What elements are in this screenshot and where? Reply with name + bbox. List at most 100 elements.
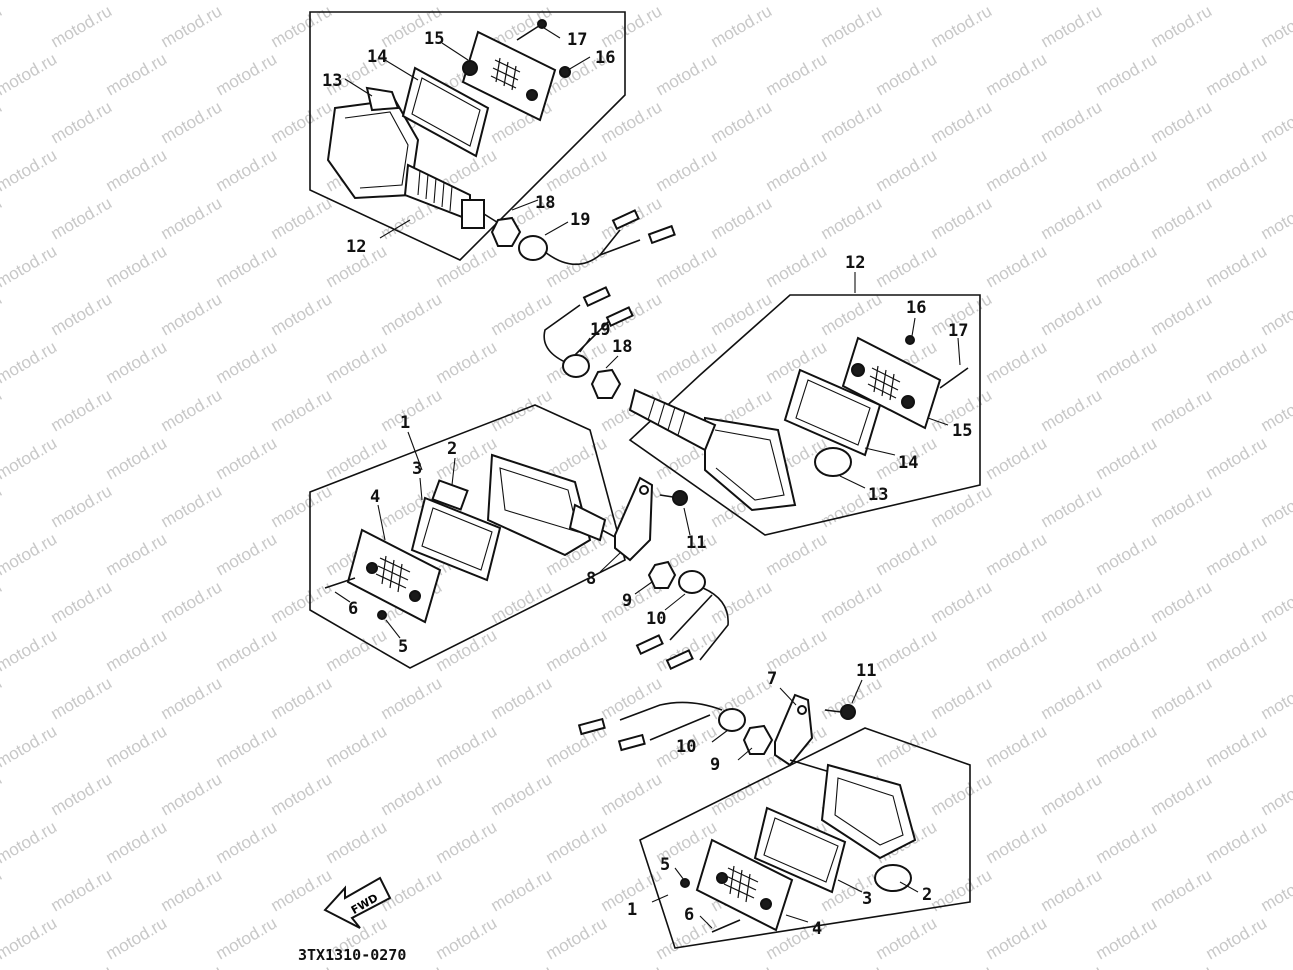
- screw-hole: [366, 562, 378, 574]
- watermark-text: motod.ru: [543, 241, 611, 291]
- group-outline-1b: [639, 727, 971, 949]
- watermark-text: motod.ru: [103, 49, 171, 99]
- stem-collar: [461, 199, 485, 229]
- watermark-text: motod.ru: [48, 961, 116, 970]
- watermark-text: motod.ru: [0, 769, 5, 819]
- bolt-shank: [659, 494, 674, 498]
- screw-head: [537, 19, 547, 29]
- watermark-text: motod.ru: [1093, 817, 1161, 867]
- callout-5: 5: [398, 637, 408, 657]
- watermark-text: motod.ru: [1093, 913, 1161, 963]
- callout-6: 6: [348, 599, 358, 619]
- callout-11: 11: [686, 533, 706, 553]
- watermark-text: motod.ru: [0, 913, 60, 963]
- watermark-text: motod.ru: [433, 241, 501, 291]
- watermark-text: motod.ru: [1038, 769, 1106, 819]
- watermark-text: motod.ru: [0, 529, 60, 579]
- watermark-text: motod.ru: [213, 721, 281, 771]
- callout-3: 3: [862, 889, 872, 909]
- watermark-text: motod.ru: [873, 625, 941, 675]
- group-outline-12b: [628, 294, 981, 536]
- watermark-text: motod.ru: [1258, 673, 1293, 723]
- watermark-text: motod.ru: [213, 913, 281, 963]
- watermark-text: motod.ru: [928, 97, 996, 147]
- callout-11: 11: [856, 661, 876, 681]
- screw-5: [680, 878, 690, 888]
- watermark-text: motod.ru: [1038, 385, 1106, 435]
- watermark-text: motod.ru: [323, 817, 391, 867]
- callout-13: 13: [322, 71, 342, 91]
- watermark-text: motod.ru: [1093, 529, 1161, 579]
- callout-2: 2: [922, 885, 932, 905]
- watermark-text: motod.ru: [158, 1, 226, 51]
- watermark-text: motod.ru: [598, 961, 666, 970]
- callout-4: 4: [370, 487, 380, 507]
- watermark-text: motod.ru: [1093, 337, 1161, 387]
- watermark-text: motod.ru: [323, 0, 391, 3]
- watermark-text: motod.ru: [928, 961, 996, 970]
- watermark-text: motod.ru: [983, 913, 1051, 963]
- watermark-text: motod.ru: [268, 385, 336, 435]
- watermark-text: motod.ru: [48, 385, 116, 435]
- nut-9: [742, 724, 774, 755]
- watermark-text: motod.ru: [103, 817, 171, 867]
- watermark-text: motod.ru: [1093, 721, 1161, 771]
- assembly-top-left: [309, 11, 676, 266]
- callout-7: 7: [767, 669, 777, 689]
- watermark-text: motod.ru: [1038, 289, 1106, 339]
- watermark-text: motod.ru: [323, 337, 391, 387]
- nut-18: [490, 216, 522, 247]
- callout-10: 10: [646, 609, 666, 629]
- watermark-text: motod.ru: [1203, 145, 1271, 195]
- watermark-text: motod.ru: [1148, 577, 1216, 627]
- watermark-text: motod.ru: [268, 769, 336, 819]
- wire: [543, 304, 581, 363]
- watermark-text: motod.ru: [103, 913, 171, 963]
- watermark-text: motod.ru: [928, 865, 996, 915]
- assembly-center-left: [309, 404, 729, 671]
- watermark-text: motod.ru: [0, 49, 60, 99]
- wire: [649, 714, 711, 741]
- watermark-text: motod.ru: [0, 673, 5, 723]
- watermark-text: motod.ru: [103, 433, 171, 483]
- watermark-text: motod.ru: [543, 913, 611, 963]
- callout-18: 18: [535, 193, 555, 213]
- watermark-text: motod.ru: [928, 1, 996, 51]
- watermark-text: motod.ru: [818, 961, 886, 970]
- watermark-text: motod.ru: [0, 865, 5, 915]
- watermark-text: motod.ru: [433, 817, 501, 867]
- callout-1: 1: [400, 413, 410, 433]
- screw-hole: [526, 89, 538, 101]
- watermark-text: motod.ru: [1203, 721, 1271, 771]
- watermark-text: motod.ru: [213, 145, 281, 195]
- watermark-text: motod.ru: [873, 145, 941, 195]
- watermark-text: motod.ru: [598, 1, 666, 51]
- screw-16: [559, 66, 571, 78]
- connector: [582, 286, 611, 308]
- watermark-text: motod.ru: [268, 289, 336, 339]
- watermark-text: motod.ru: [818, 193, 886, 243]
- watermark-text: motod.ru: [1093, 241, 1161, 291]
- watermark-text: motod.ru: [1258, 481, 1293, 531]
- watermark-text: motod.ru: [158, 961, 226, 970]
- watermark-text: motod.ru: [653, 49, 721, 99]
- watermark-text: motod.ru: [158, 289, 226, 339]
- watermark-text: motod.ru: [1203, 817, 1271, 867]
- watermark-text: motod.ru: [1203, 49, 1271, 99]
- screw-6: [711, 919, 741, 933]
- callout-16: 16: [906, 298, 926, 318]
- watermark-text: motod.ru: [1093, 145, 1161, 195]
- watermark-text: motod.ru: [323, 721, 391, 771]
- stem: [628, 388, 717, 452]
- watermark-text: motod.ru: [0, 433, 60, 483]
- callouts: 13 14 15 17 16 12 18 19 12 16 17 19 18 1…: [322, 29, 972, 939]
- callout-9: 9: [622, 591, 632, 611]
- watermark-text: motod.ru: [1148, 961, 1216, 970]
- watermark-text: motod.ru: [873, 721, 941, 771]
- watermark-text: motod.ru: [1203, 529, 1271, 579]
- watermark-text: motod.ru: [268, 193, 336, 243]
- watermark-text: motod.ru: [103, 337, 171, 387]
- assembly-right: [543, 272, 981, 536]
- lens-grid: [723, 865, 759, 903]
